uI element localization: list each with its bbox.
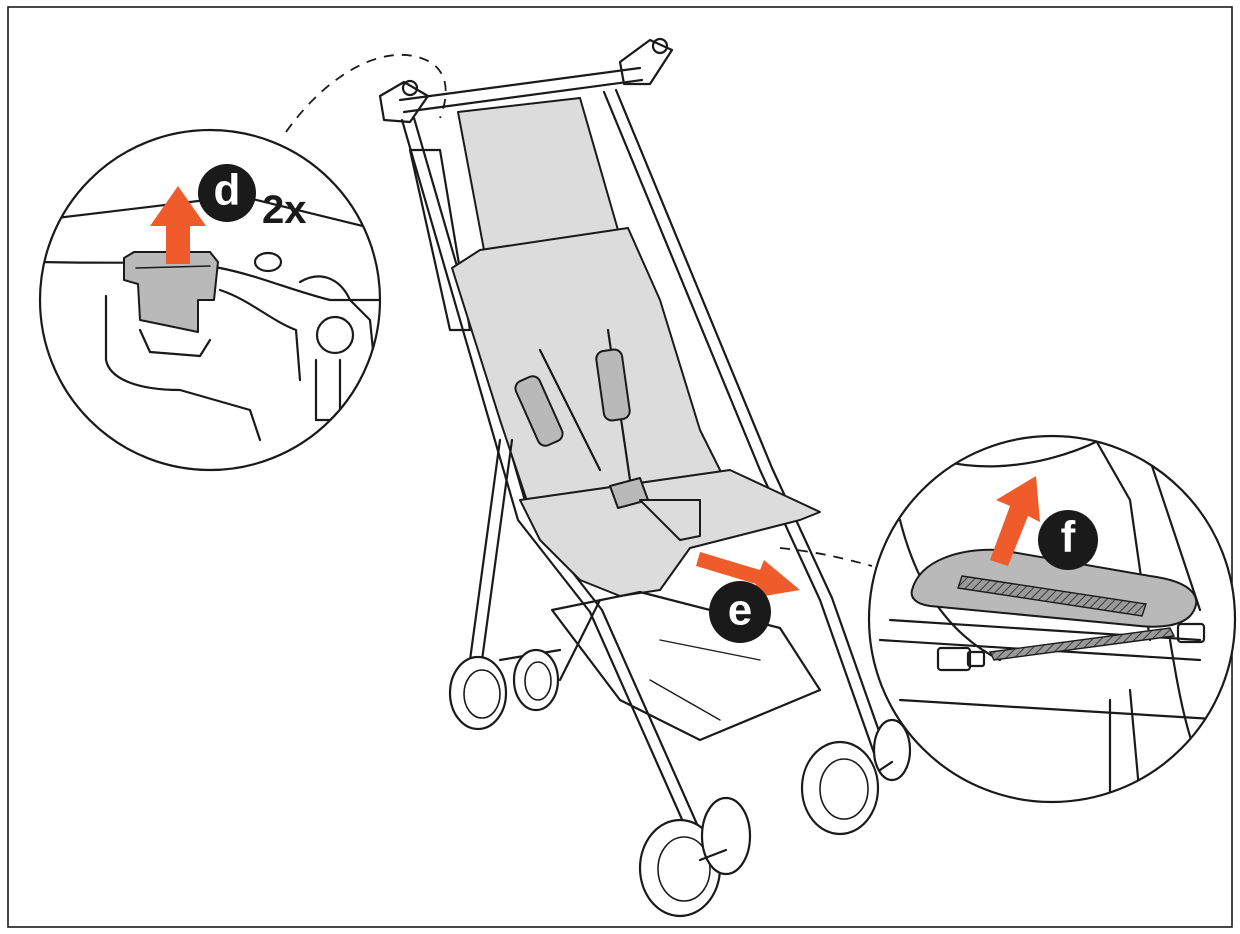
- repeat-count: 2x: [262, 188, 307, 232]
- velcro-strip-pad: [957, 575, 1147, 617]
- arrow-icon-e: [696, 552, 800, 598]
- stroller: [378, 37, 912, 918]
- callout-leader-f: [779, 547, 873, 567]
- step-badge-f: f: [1038, 510, 1098, 570]
- wheel-rear-right-2: [872, 718, 912, 782]
- step-label-f: f: [1061, 513, 1076, 562]
- harness-strap-left: [538, 348, 602, 472]
- wheel-rear-right: [800, 740, 880, 836]
- detail-callout-f: f: [867, 434, 1237, 804]
- seat-back-main: [451, 227, 731, 561]
- step-label-d: d: [214, 166, 241, 215]
- handlebar: [398, 66, 642, 102]
- front-leg: [468, 438, 502, 662]
- frame-tube-right: [602, 90, 882, 772]
- wheel-rear-left: [638, 818, 722, 918]
- storage-basket: [550, 590, 822, 742]
- wheel-rear-left-2: [700, 796, 752, 876]
- arrow-icon-f: [990, 476, 1040, 566]
- frame-tube-left: [400, 118, 702, 862]
- arrow-icon-d: [150, 186, 206, 264]
- detail-circle-right: [867, 434, 1237, 804]
- step-label-e: e: [728, 586, 752, 635]
- frame-border: [7, 6, 1233, 928]
- seat-back-upper: [457, 97, 619, 251]
- shoulder-pad-left: [514, 375, 564, 447]
- velcro-strip-base: [988, 627, 1176, 661]
- wheel-front-left-2: [512, 648, 560, 712]
- detail-callout-d: d 2x: [38, 128, 382, 472]
- shoulder-pad-right: [595, 348, 631, 422]
- wheel-front-left: [448, 655, 508, 731]
- detail-circle-left: [38, 128, 382, 472]
- crotch-pad: [639, 499, 701, 541]
- seat-cushion: [519, 469, 821, 597]
- step-badge-d: d: [198, 164, 256, 222]
- handle-grip-left: [378, 80, 430, 124]
- handle-grip-right: [618, 38, 674, 86]
- step-badge-e: e: [709, 581, 771, 643]
